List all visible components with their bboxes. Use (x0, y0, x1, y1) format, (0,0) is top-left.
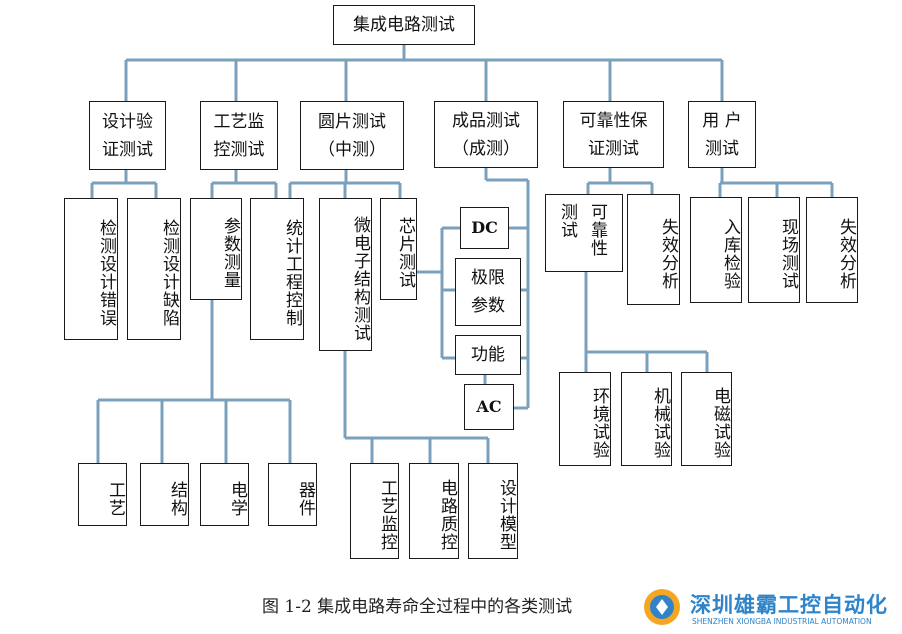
node-structure: 结构 (140, 463, 189, 526)
watermark-chinese: 深圳雄霸工控自动化 (690, 593, 888, 617)
node-field-test: 现场测试 (748, 197, 800, 303)
node-circuit-quality-control: 电路质控 (409, 463, 459, 559)
node-process-monitor-test: 工艺监 控测试 (200, 101, 278, 170)
node-test-label: 测试 (557, 203, 577, 239)
node-reliability-label: 可靠性 (587, 203, 607, 257)
node-reliability-failure-analysis: 失效分析 (627, 194, 680, 305)
watermark-english: SHENZHEN XIONGBA INDUSTRIAL AUTOMATION (692, 617, 872, 626)
node-process-monitoring: 工艺监控 (350, 463, 399, 559)
node-detect-design-defects: 检测设计缺陷 (127, 198, 181, 340)
node-microelectronic-structure-test: 微电子结构测试 (319, 198, 372, 351)
node-design-verify-test: 设计验 证测试 (89, 101, 166, 170)
node-function: 功能 (455, 335, 521, 375)
node-process: 工艺 (78, 463, 127, 526)
node-environmental-test: 环境试验 (559, 372, 611, 466)
node-ac: AC (464, 384, 514, 430)
figure-caption: 图 1-2 集成电路寿命全过程中的各类测试 (262, 597, 573, 617)
node-parameter-measurement: 参数测量 (190, 198, 242, 300)
node-electrical: 电学 (200, 463, 249, 526)
node-electromagnetic-test: 电磁试验 (681, 372, 732, 466)
node-wafer-test: 圆片测试 （中测） (300, 101, 404, 170)
node-user-test: 用 户 测试 (688, 101, 756, 168)
node-statistical-process-control: 统计工程控制 (250, 198, 304, 340)
node-reliability-test: 可靠性保 证测试 (563, 101, 664, 168)
node-dc: DC (460, 207, 509, 249)
node-root: 集成电路测试 (333, 5, 475, 45)
node-incoming-inspection: 入库检验 (690, 197, 742, 303)
node-limit-parameters: 极限 参数 (455, 258, 521, 326)
node-final-test: 成品测试 （成测） (434, 101, 538, 168)
node-design-model: 设计模型 (468, 463, 518, 559)
node-detect-design-errors: 检测设计错误 (64, 198, 118, 340)
watermark-logo: 深圳雄霸工控自动化 SHENZHEN XIONGBA INDUSTRIAL AU… (640, 585, 902, 634)
node-chip-test: 芯片测试 (380, 198, 417, 300)
node-device: 器件 (268, 463, 317, 526)
node-reliability-test-group: 测试 可靠性 (545, 194, 623, 272)
company-logo-icon (644, 589, 680, 625)
node-user-failure-analysis: 失效分析 (806, 197, 858, 303)
node-mechanical-test: 机械试验 (621, 372, 672, 466)
